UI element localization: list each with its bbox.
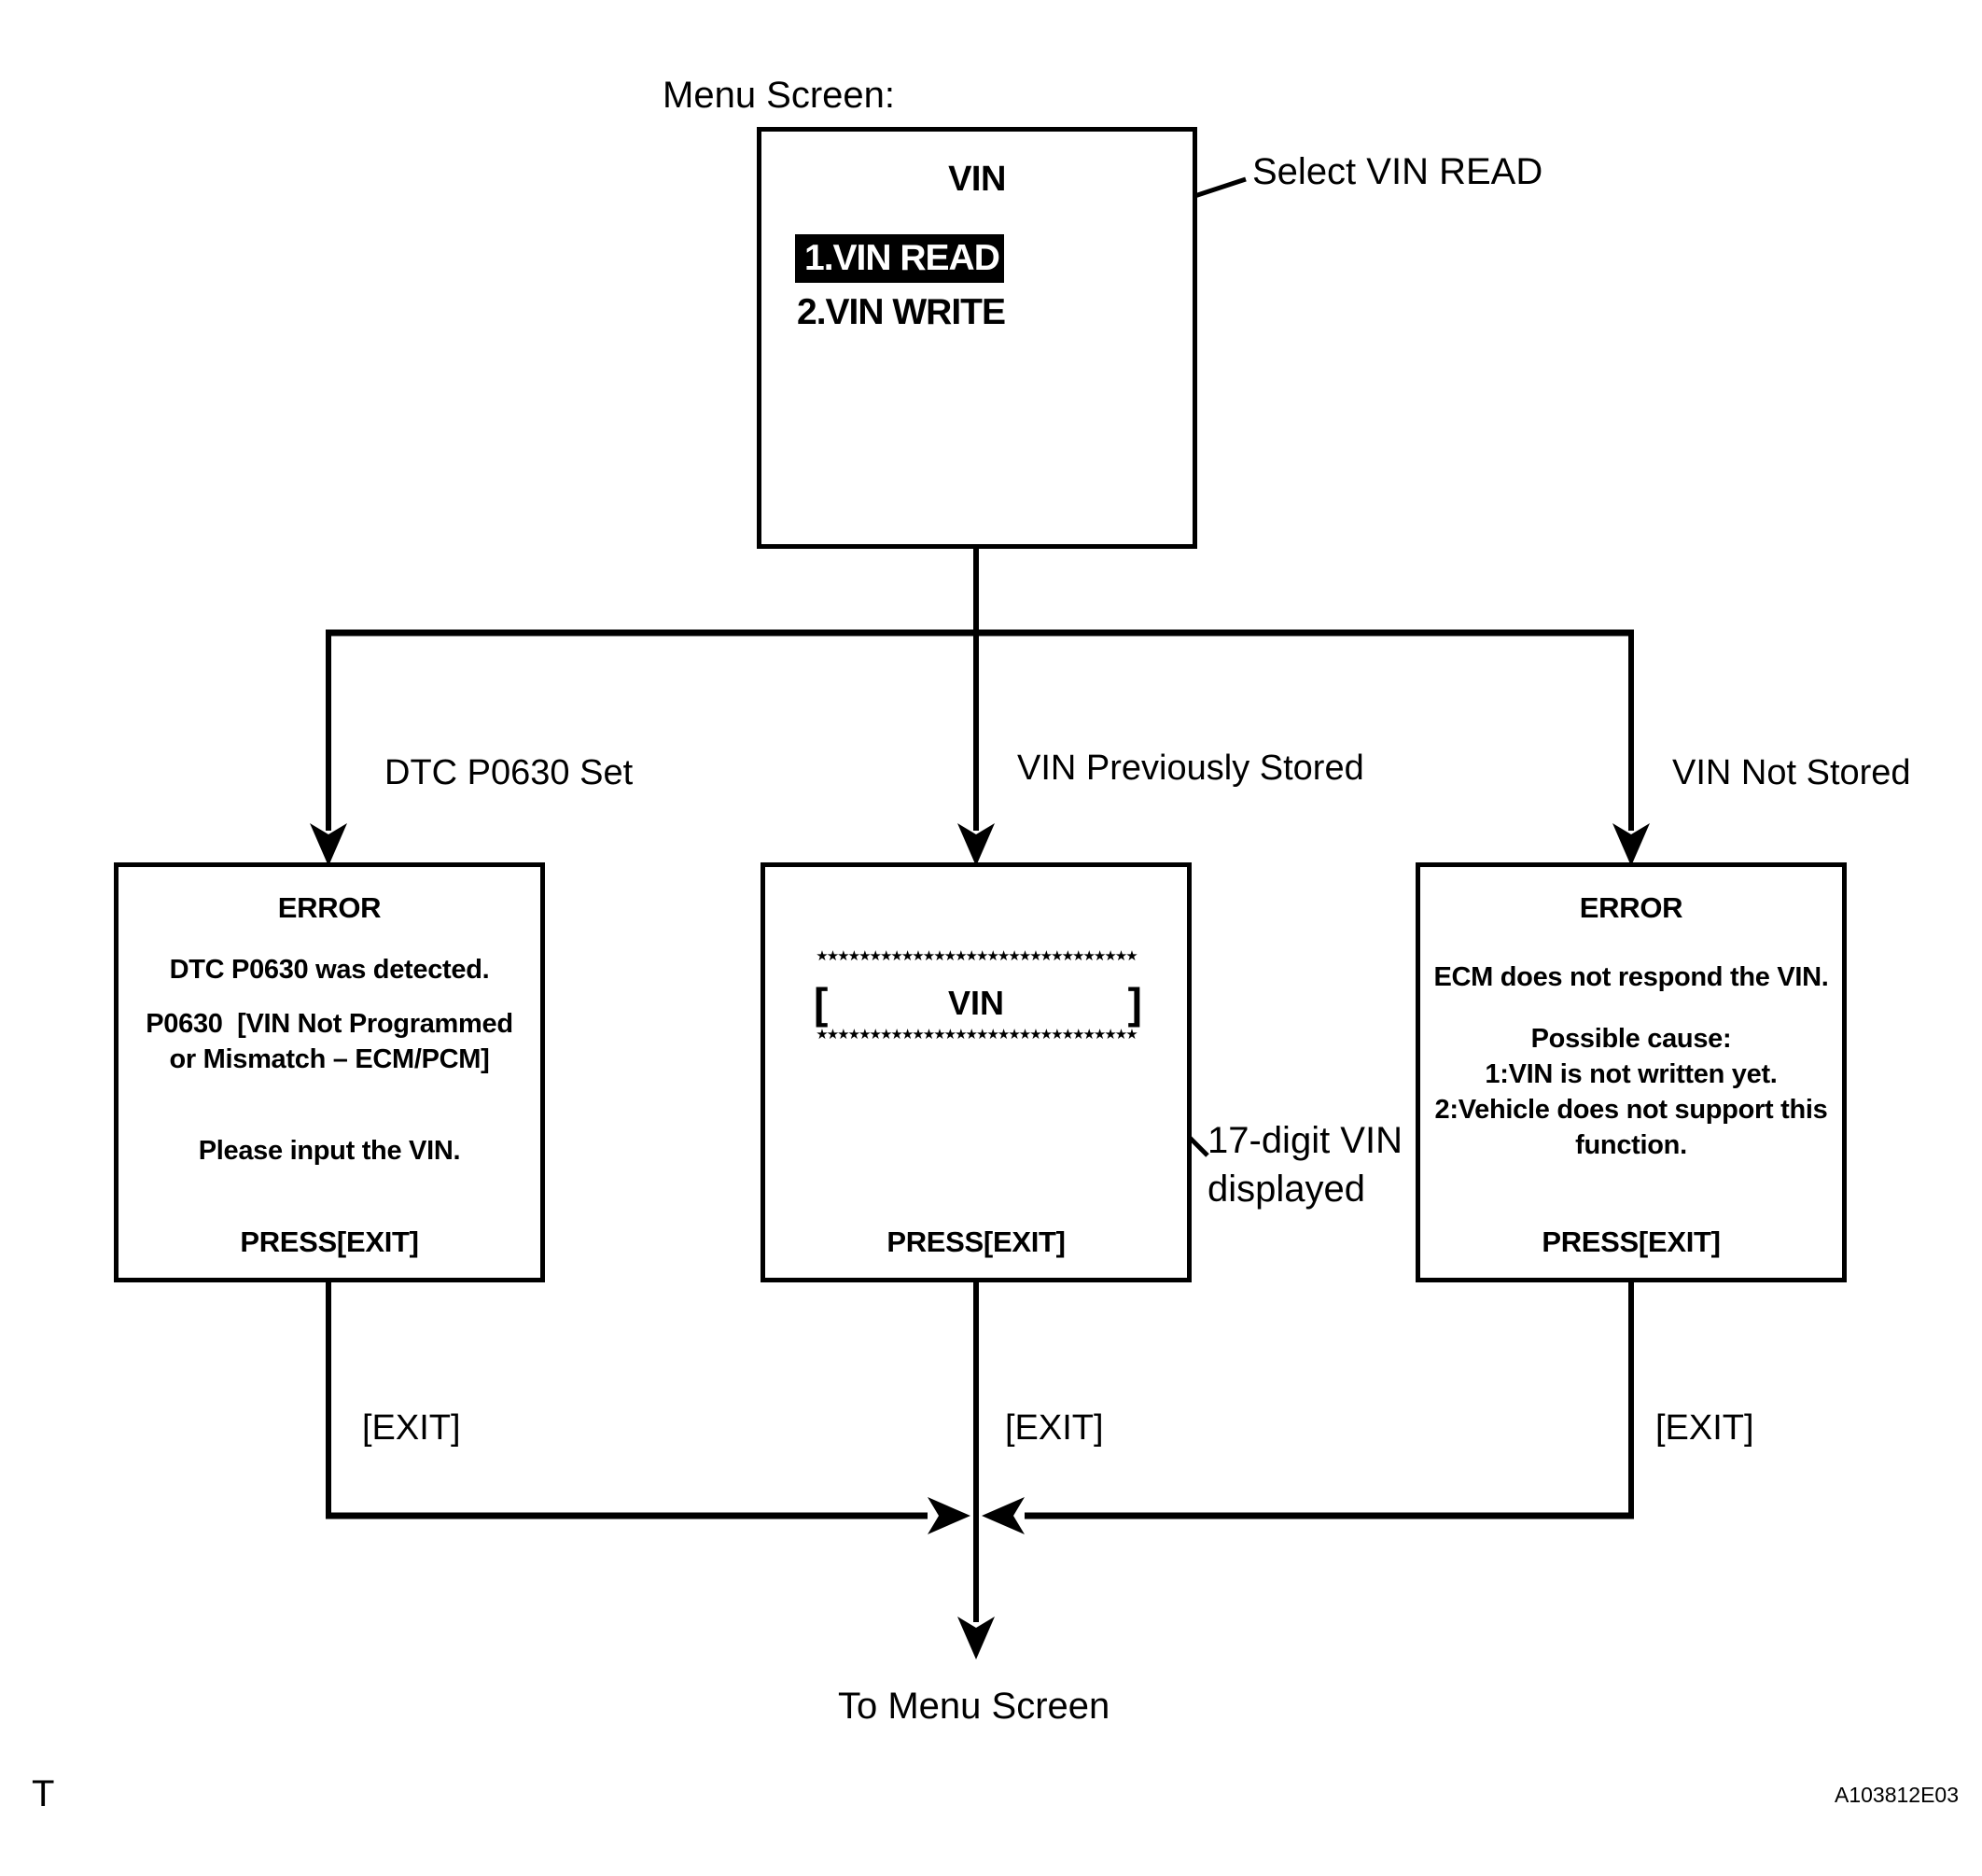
vin-stars-top: ★★★★★★★★★★★★★★★★★★★★★★★★★★★★★★ <box>816 947 1138 964</box>
error-ecm-heading: ERROR <box>1579 891 1683 924</box>
error-dtc-line4: Please input the VIN. <box>198 1136 461 1166</box>
error-ecm-line4: 2:Vehicle does not support this <box>1434 1095 1828 1125</box>
vin-value-label: VIN <box>947 984 1004 1022</box>
error-dtc-line1: DTC P0630 was detected. <box>169 955 490 985</box>
error-dtc-heading: ERROR <box>277 891 382 924</box>
select-vin-read-callout: Select VIN READ <box>1252 151 1543 192</box>
exit-label-middle: [EXIT] <box>1005 1408 1104 1448</box>
menu-screen-label: Menu Screen: <box>663 75 896 116</box>
vin-bracket-open: [ <box>814 979 829 1028</box>
error-ecm-line1: ECM does not respond the VIN. <box>1433 962 1829 992</box>
error-ecm-line3: 1:VIN is not written yet. <box>1485 1059 1778 1089</box>
vin-17-digit-callout-line2: displayed <box>1207 1169 1366 1210</box>
menu-screen-box: VIN 1.VIN READ 2.VIN WRITE <box>757 127 1197 549</box>
exit-label-right: [EXIT] <box>1655 1408 1754 1448</box>
error-ecm-box: ERROR ECM does not respond the VIN. Poss… <box>1416 862 1847 1282</box>
error-ecm-line2: Possible cause: <box>1530 1024 1732 1054</box>
branch-label-previously-stored: VIN Previously Stored <box>1017 749 1364 788</box>
to-menu-screen-label: To Menu Screen <box>838 1686 1110 1727</box>
vin-bracket-close: ] <box>1127 979 1142 1028</box>
error-dtc-line3: or Mismatch – ECM/PCM] <box>169 1044 490 1074</box>
vin-press-exit: PRESS[EXIT] <box>886 1225 1066 1258</box>
error-dtc-box: ERROR DTC P0630 was detected. P0630 [VIN… <box>114 862 545 1282</box>
error-dtc-press-exit: PRESS[EXIT] <box>240 1225 419 1258</box>
error-ecm-press-exit: PRESS[EXIT] <box>1542 1225 1721 1258</box>
vin-stars-bottom: ★★★★★★★★★★★★★★★★★★★★★★★★★★★★★★ <box>816 1026 1138 1043</box>
vin-17-digit-callout-line1: 17-digit VIN <box>1207 1120 1403 1161</box>
error-ecm-line5: function. <box>1575 1130 1687 1160</box>
error-dtc-line2: P0630 [VIN Not Programmed <box>146 1009 513 1039</box>
vin-17-digit-callout: 17-digit VIN displayed <box>1207 1116 1403 1213</box>
exit-label-left: [EXIT] <box>362 1408 461 1448</box>
branch-label-not-stored: VIN Not Stored <box>1672 753 1911 792</box>
vin-display-box: ★★★★★★★★★★★★★★★★★★★★★★★★★★★★★★ [ VIN ] ★… <box>761 862 1192 1282</box>
menu-box-title: VIN <box>948 160 1006 199</box>
menu-item-vin-read: 1.VIN READ <box>795 234 1004 283</box>
menu-item-vin-write: 2.VIN WRITE <box>797 292 1006 332</box>
branch-label-dtc-set: DTC P0630 Set <box>384 753 634 792</box>
figure-code: A103812E03 <box>1835 1783 1960 1807</box>
vin-bracket-row: [ VIN ] <box>765 977 1187 1029</box>
page-marker: T <box>32 1773 55 1814</box>
